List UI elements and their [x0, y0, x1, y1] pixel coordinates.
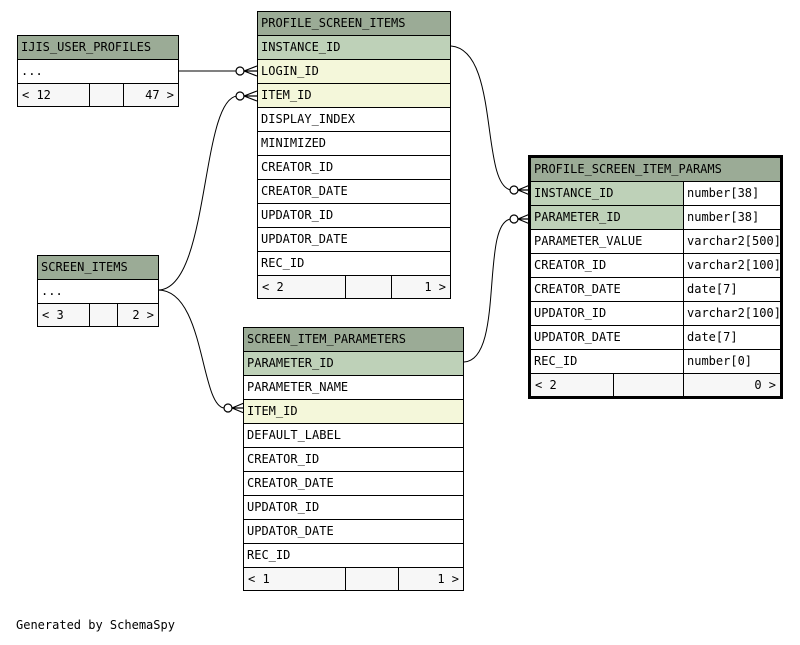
column-name: UPDATOR_ID [531, 302, 684, 325]
table-screen-items[interactable]: SCREEN_ITEMS ... < 3 2 > [37, 255, 159, 327]
children-count[interactable]: 1 > [437, 572, 459, 586]
table-title[interactable]: PROFILE_SCREEN_ITEM_PARAMS [531, 158, 780, 182]
table-profile-screen-items[interactable]: PROFILE_SCREEN_ITEMS INSTANCE_ID LOGIN_I… [257, 11, 451, 299]
optional-marker [235, 66, 245, 76]
column-row[interactable]: UPDATOR_DATE [258, 228, 450, 252]
footer-spacer [346, 568, 399, 590]
column-type: number[0] [687, 354, 753, 368]
column-row[interactable]: PARAMETER_NAME [244, 376, 463, 400]
column-row[interactable]: LOGIN_ID [258, 60, 450, 84]
column-type: date[7] [687, 282, 738, 296]
column-row[interactable]: UPDATOR_ID [258, 204, 450, 228]
table-footer: < 1 1 > [244, 568, 463, 590]
table-ellipsis: ... [18, 60, 178, 84]
optional-marker [509, 185, 519, 195]
footer-spacer [614, 374, 684, 396]
table-title[interactable]: SCREEN_ITEMS [38, 256, 158, 280]
parents-count[interactable]: < 2 [531, 374, 614, 396]
table-footer: < 2 0 > [531, 374, 780, 396]
column-type: varchar2[100] [687, 258, 780, 272]
column-row[interactable]: MINIMIZED [258, 132, 450, 156]
column-row[interactable]: DISPLAY_INDEX [258, 108, 450, 132]
link-screen-items-param-item-id [157, 289, 225, 409]
table-ellipsis: ... [38, 280, 158, 304]
table-title[interactable]: IJIS_USER_PROFILES [18, 36, 178, 60]
crowfoot-marker [231, 402, 245, 414]
column-type: date[7] [687, 330, 738, 344]
children-count[interactable]: 2 > [132, 308, 154, 322]
column-type: number[38] [687, 186, 760, 200]
crowfoot-marker [243, 65, 258, 77]
column-row[interactable]: CREATOR_DATE date[7] [531, 278, 780, 302]
column-row[interactable]: REC_ID number[0] [531, 350, 780, 374]
table-title[interactable]: PROFILE_SCREEN_ITEMS [258, 12, 450, 36]
crowfoot-marker [243, 90, 258, 102]
generated-by-label: Generated by SchemaSpy [16, 618, 175, 632]
parents-count[interactable]: < 1 [244, 568, 346, 590]
column-row[interactable]: UPDATOR_DATE [244, 520, 463, 544]
column-name: PARAMETER_VALUE [531, 230, 684, 253]
link-instance-id [450, 45, 512, 191]
column-name: CREATOR_DATE [531, 278, 684, 301]
column-row[interactable]: CREATOR_ID [244, 448, 463, 472]
column-row[interactable]: DEFAULT_LABEL [244, 424, 463, 448]
column-row[interactable]: UPDATOR_ID [244, 496, 463, 520]
column-row[interactable]: INSTANCE_ID [258, 36, 450, 60]
column-row[interactable]: UPDATOR_DATE date[7] [531, 326, 780, 350]
table-footer: < 12 47 > [18, 84, 178, 106]
column-row[interactable]: CREATOR_DATE [244, 472, 463, 496]
column-row[interactable]: INSTANCE_ID number[38] [531, 182, 780, 206]
link-parameter-id [463, 218, 512, 363]
column-row[interactable]: CREATOR_DATE [258, 180, 450, 204]
optional-marker [235, 91, 245, 101]
column-row[interactable]: ITEM_ID [258, 84, 450, 108]
column-type: varchar2[100] [687, 306, 780, 320]
table-footer: < 2 1 > [258, 276, 450, 298]
column-row[interactable]: ITEM_ID [244, 400, 463, 424]
column-name: INSTANCE_ID [531, 182, 684, 205]
footer-spacer [90, 304, 118, 326]
column-row[interactable]: CREATOR_ID [258, 156, 450, 180]
children-count[interactable]: 47 > [145, 88, 174, 102]
children-count[interactable]: 1 > [424, 280, 446, 294]
parents-count[interactable]: < 12 [18, 84, 90, 106]
column-row[interactable]: REC_ID [244, 544, 463, 568]
column-name: PARAMETER_ID [531, 206, 684, 229]
table-screen-item-parameters[interactable]: SCREEN_ITEM_PARAMETERS PARAMETER_ID PARA… [243, 327, 464, 591]
column-type: varchar2[500] [687, 234, 780, 248]
column-name: REC_ID [531, 350, 684, 373]
column-row[interactable]: PARAMETER_ID number[38] [531, 206, 780, 230]
column-row[interactable]: CREATOR_ID varchar2[100] [531, 254, 780, 278]
table-footer: < 3 2 > [38, 304, 158, 326]
table-profile-screen-item-params[interactable]: PROFILE_SCREEN_ITEM_PARAMS INSTANCE_ID n… [528, 155, 783, 399]
table-ijis-user-profiles[interactable]: IJIS_USER_PROFILES ... < 12 47 > [17, 35, 179, 107]
column-row[interactable]: REC_ID [258, 252, 450, 276]
table-title[interactable]: SCREEN_ITEM_PARAMETERS [244, 328, 463, 352]
footer-spacer [346, 276, 392, 298]
column-type: number[38] [687, 210, 760, 224]
children-count[interactable]: 0 > [754, 378, 776, 392]
column-row[interactable]: PARAMETER_ID [244, 352, 463, 376]
footer-spacer [90, 84, 124, 106]
column-name: UPDATOR_DATE [531, 326, 684, 349]
optional-marker [509, 214, 519, 224]
parents-count[interactable]: < 3 [38, 304, 90, 326]
column-name: CREATOR_ID [531, 254, 684, 277]
parents-count[interactable]: < 2 [258, 276, 346, 298]
column-row[interactable]: PARAMETER_VALUE varchar2[500] [531, 230, 780, 254]
optional-marker [223, 403, 233, 413]
link-screen-items-item-id [157, 95, 238, 291]
column-row[interactable]: UPDATOR_ID varchar2[100] [531, 302, 780, 326]
